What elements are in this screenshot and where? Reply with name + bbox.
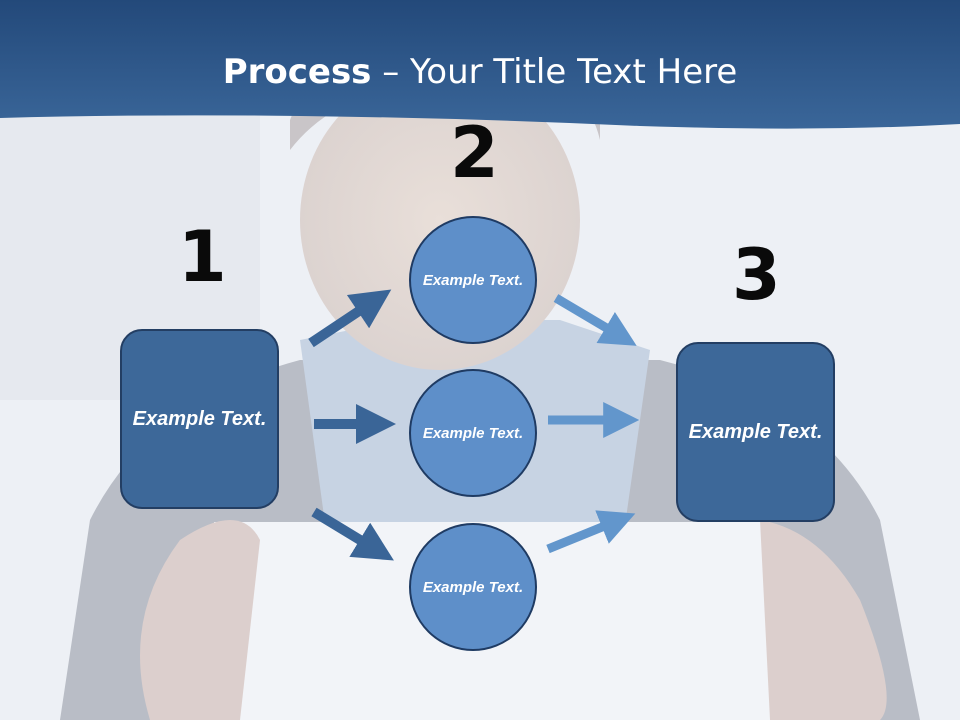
step-number-1: 1 [178, 216, 227, 298]
slide-title: Process – Your Title Text Here [0, 52, 960, 92]
step-circle-middle: Example Text. [409, 369, 537, 497]
step-circle-bottom: Example Text. [409, 523, 537, 651]
step-box-left: Example Text. [120, 329, 279, 509]
step-circle-middle-label: Example Text. [422, 424, 524, 442]
step-circle-top: Example Text. [409, 216, 537, 344]
step-number-3: 3 [732, 234, 781, 316]
step-box-right: Example Text. [676, 342, 835, 522]
step-box-right-label: Example Text. [688, 420, 823, 443]
step-circle-top-label: Example Text. [422, 271, 524, 289]
step-box-left-label: Example Text. [132, 407, 267, 430]
title-rest: – Your Title Text Here [371, 52, 738, 92]
title-bold: Process [222, 52, 372, 92]
step-circle-bottom-label: Example Text. [422, 578, 524, 596]
step-number-2: 2 [450, 112, 499, 194]
